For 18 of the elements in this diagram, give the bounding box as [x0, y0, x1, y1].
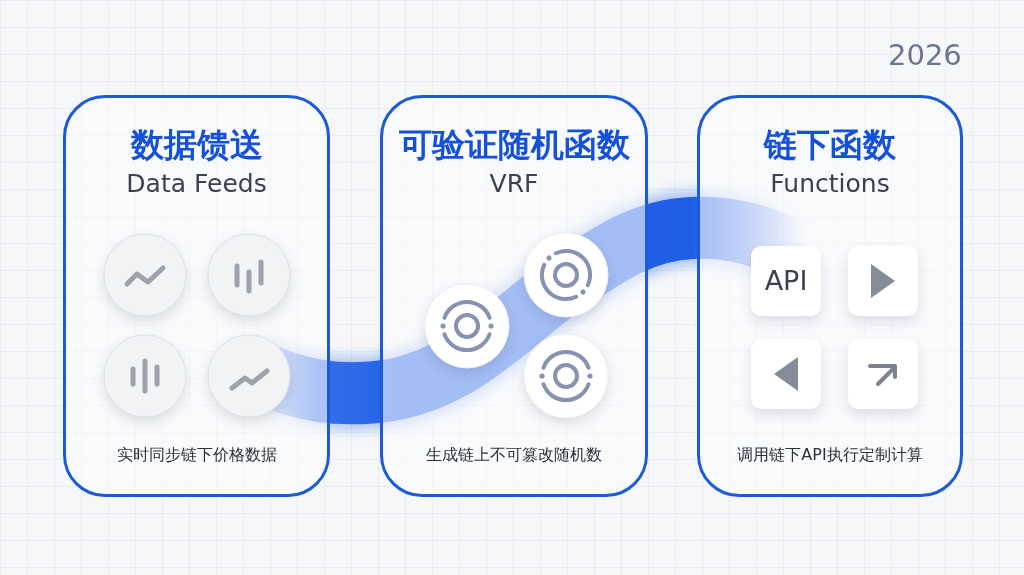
panel-heading: 链下函数 — [764, 125, 896, 165]
api-text: API — [764, 265, 808, 297]
feature-panel — [63, 95, 330, 497]
icon-tile — [848, 246, 918, 316]
panel-description: 实时同步链下价格数据 — [116, 444, 277, 466]
panel-description: 调用链下API执行定制计算 — [737, 444, 923, 466]
panel-subtitle: Functions — [770, 168, 890, 200]
panel-heading: 数据馈送 — [130, 125, 263, 165]
panel-subtitle: VRF — [489, 168, 539, 200]
panel-description: 生成链上不可篡改随机数 — [426, 444, 602, 466]
tile-card — [751, 246, 821, 316]
feature-panel — [380, 95, 648, 497]
icon-tile — [751, 339, 821, 409]
panel-heading: 可验证随机函数 — [398, 125, 630, 165]
feature-panel — [697, 95, 963, 497]
year-label: 2026 — [888, 38, 962, 72]
panel-subtitle: Data Feeds — [126, 168, 267, 200]
icon-tile — [848, 339, 918, 409]
